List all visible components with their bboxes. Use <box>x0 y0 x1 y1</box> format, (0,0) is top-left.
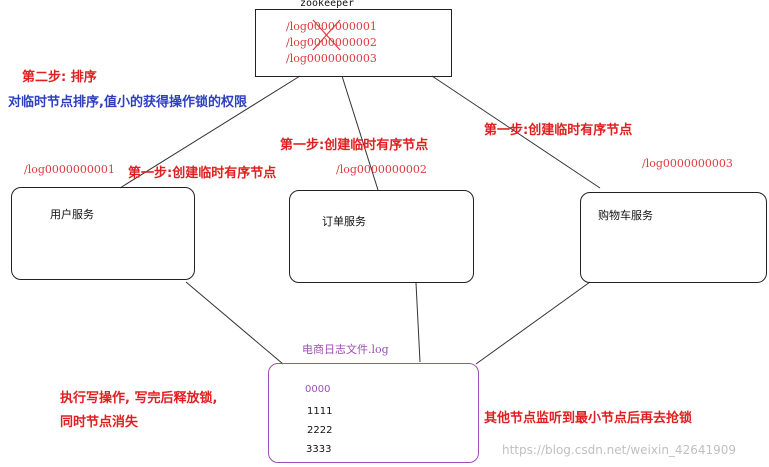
order-service-label: 订单服务 <box>322 215 366 228</box>
line-cart-to-file <box>475 281 591 365</box>
line-zk-to-cart <box>431 75 601 189</box>
user-service-node: /log0000000001 <box>24 163 115 176</box>
order-service-box <box>289 190 474 283</box>
write-operation-note-line2: 同时节点消失 <box>60 415 139 430</box>
line-zk-to-order <box>341 75 379 191</box>
user-service-label: 用户服务 <box>50 208 94 221</box>
file-line-3: 3333 <box>306 444 332 455</box>
user-service-box <box>11 187 195 280</box>
write-operation-note-line1: 执行写操作, 写完后释放锁, <box>60 391 218 406</box>
strike-mark <box>312 19 341 51</box>
order-service-node: /log0000000002 <box>336 163 427 176</box>
csdn-watermark: https://blog.csdn.net/weixin_42641909 <box>502 443 737 457</box>
cart-service-box <box>580 192 767 283</box>
step2-title: 第二步: 排序 <box>22 70 97 85</box>
zk-node-1: /log0000000001 <box>286 20 377 33</box>
file-line-0: 0000 <box>305 384 331 395</box>
cart-service-node: /log0000000003 <box>642 157 733 170</box>
others-listen-note: 其他节点监听到最小节点后再去抢锁 <box>484 411 693 426</box>
zookeeper-box <box>255 9 452 77</box>
log-file-title: 电商日志文件.log <box>302 343 389 356</box>
line-zk-to-user <box>119 75 301 189</box>
cart-service-label: 购物车服务 <box>598 209 653 222</box>
file-line-1: 1111 <box>307 406 333 417</box>
step2-description: 对临时节点排序,值小的获得操作锁的权限 <box>8 95 247 110</box>
log-file-box <box>268 363 479 463</box>
line-order-to-file <box>415 282 421 363</box>
file-line-2: 2222 <box>307 425 333 436</box>
step1-note-mid: 第一步:创建临时有序节点 <box>280 138 429 153</box>
step1-note-right: 第一步:创建临时有序节点 <box>484 123 633 138</box>
zookeeper-title: zookeeper <box>298 0 357 9</box>
zk-node-2: /log0000000002 <box>286 36 377 49</box>
step1-note-left: 第一步:创建临时有序节点 <box>128 166 277 181</box>
zk-node-3: /log0000000003 <box>286 52 377 65</box>
line-user-to-file <box>185 281 284 365</box>
